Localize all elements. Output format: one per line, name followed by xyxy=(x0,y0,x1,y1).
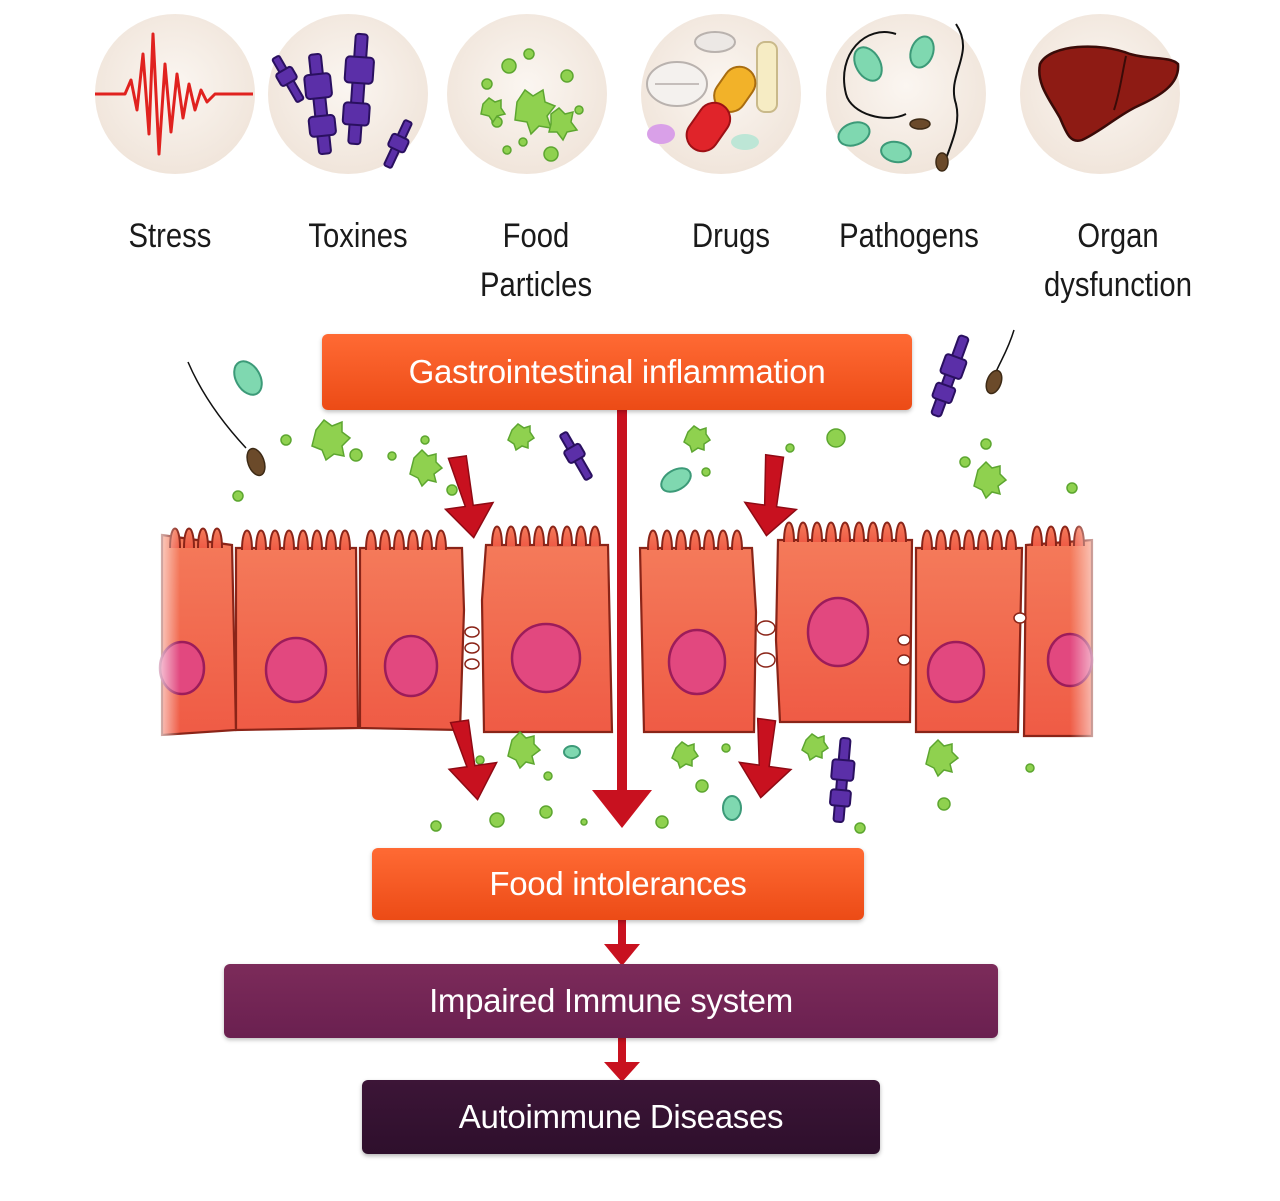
cause-label-pathogens: Pathogens xyxy=(839,217,979,255)
autoimmune-box: Autoimmune Diseases xyxy=(362,1080,880,1154)
liver-icon xyxy=(1038,45,1180,143)
connector-arrow-1 xyxy=(618,918,626,950)
food-particles xyxy=(232,418,1078,834)
immune-box: Impaired Immune system xyxy=(224,964,998,1038)
drugs-circle xyxy=(641,14,801,174)
bacteria-icon xyxy=(837,23,965,172)
inflammation-label: Gastrointestinal inflammation xyxy=(408,353,826,390)
immune-label: Impaired Immune system xyxy=(429,982,793,1019)
bacteria xyxy=(233,360,742,821)
stress-waveform-icon xyxy=(95,32,253,156)
inflammation-box: Gastrointestinal inflammation xyxy=(322,334,912,410)
permeability-arrows xyxy=(443,453,799,801)
cause-label-organ: Organ dysfunction xyxy=(1044,217,1192,304)
pathogens-circle xyxy=(826,14,986,174)
toxines-circle xyxy=(268,14,428,174)
central-arrow-head xyxy=(592,790,652,828)
intolerances-box: Food intolerances xyxy=(372,848,864,920)
toxins xyxy=(559,334,970,824)
central-arrow-shaft xyxy=(617,404,627,794)
tight-junction xyxy=(464,612,1027,670)
food-circle xyxy=(447,14,607,174)
epithelial-cell xyxy=(914,546,1024,734)
stress-circle xyxy=(95,14,255,174)
food-particles-icon xyxy=(480,48,584,162)
organ-circle xyxy=(1020,14,1180,174)
cause-label-food: Food Particles xyxy=(479,217,593,304)
connector-arrow-2 xyxy=(618,1036,626,1066)
pills-capsule-icon xyxy=(646,31,778,153)
autoimmune-label: Autoimmune Diseases xyxy=(458,1098,784,1135)
toxin-molecule-icon xyxy=(271,32,413,169)
cause-label-toxines: Toxines xyxy=(308,217,408,255)
intolerances-label: Food intolerances xyxy=(489,865,747,902)
cause-label-drugs: Drugs xyxy=(691,217,770,255)
cause-label-stress: Stress xyxy=(128,217,212,255)
